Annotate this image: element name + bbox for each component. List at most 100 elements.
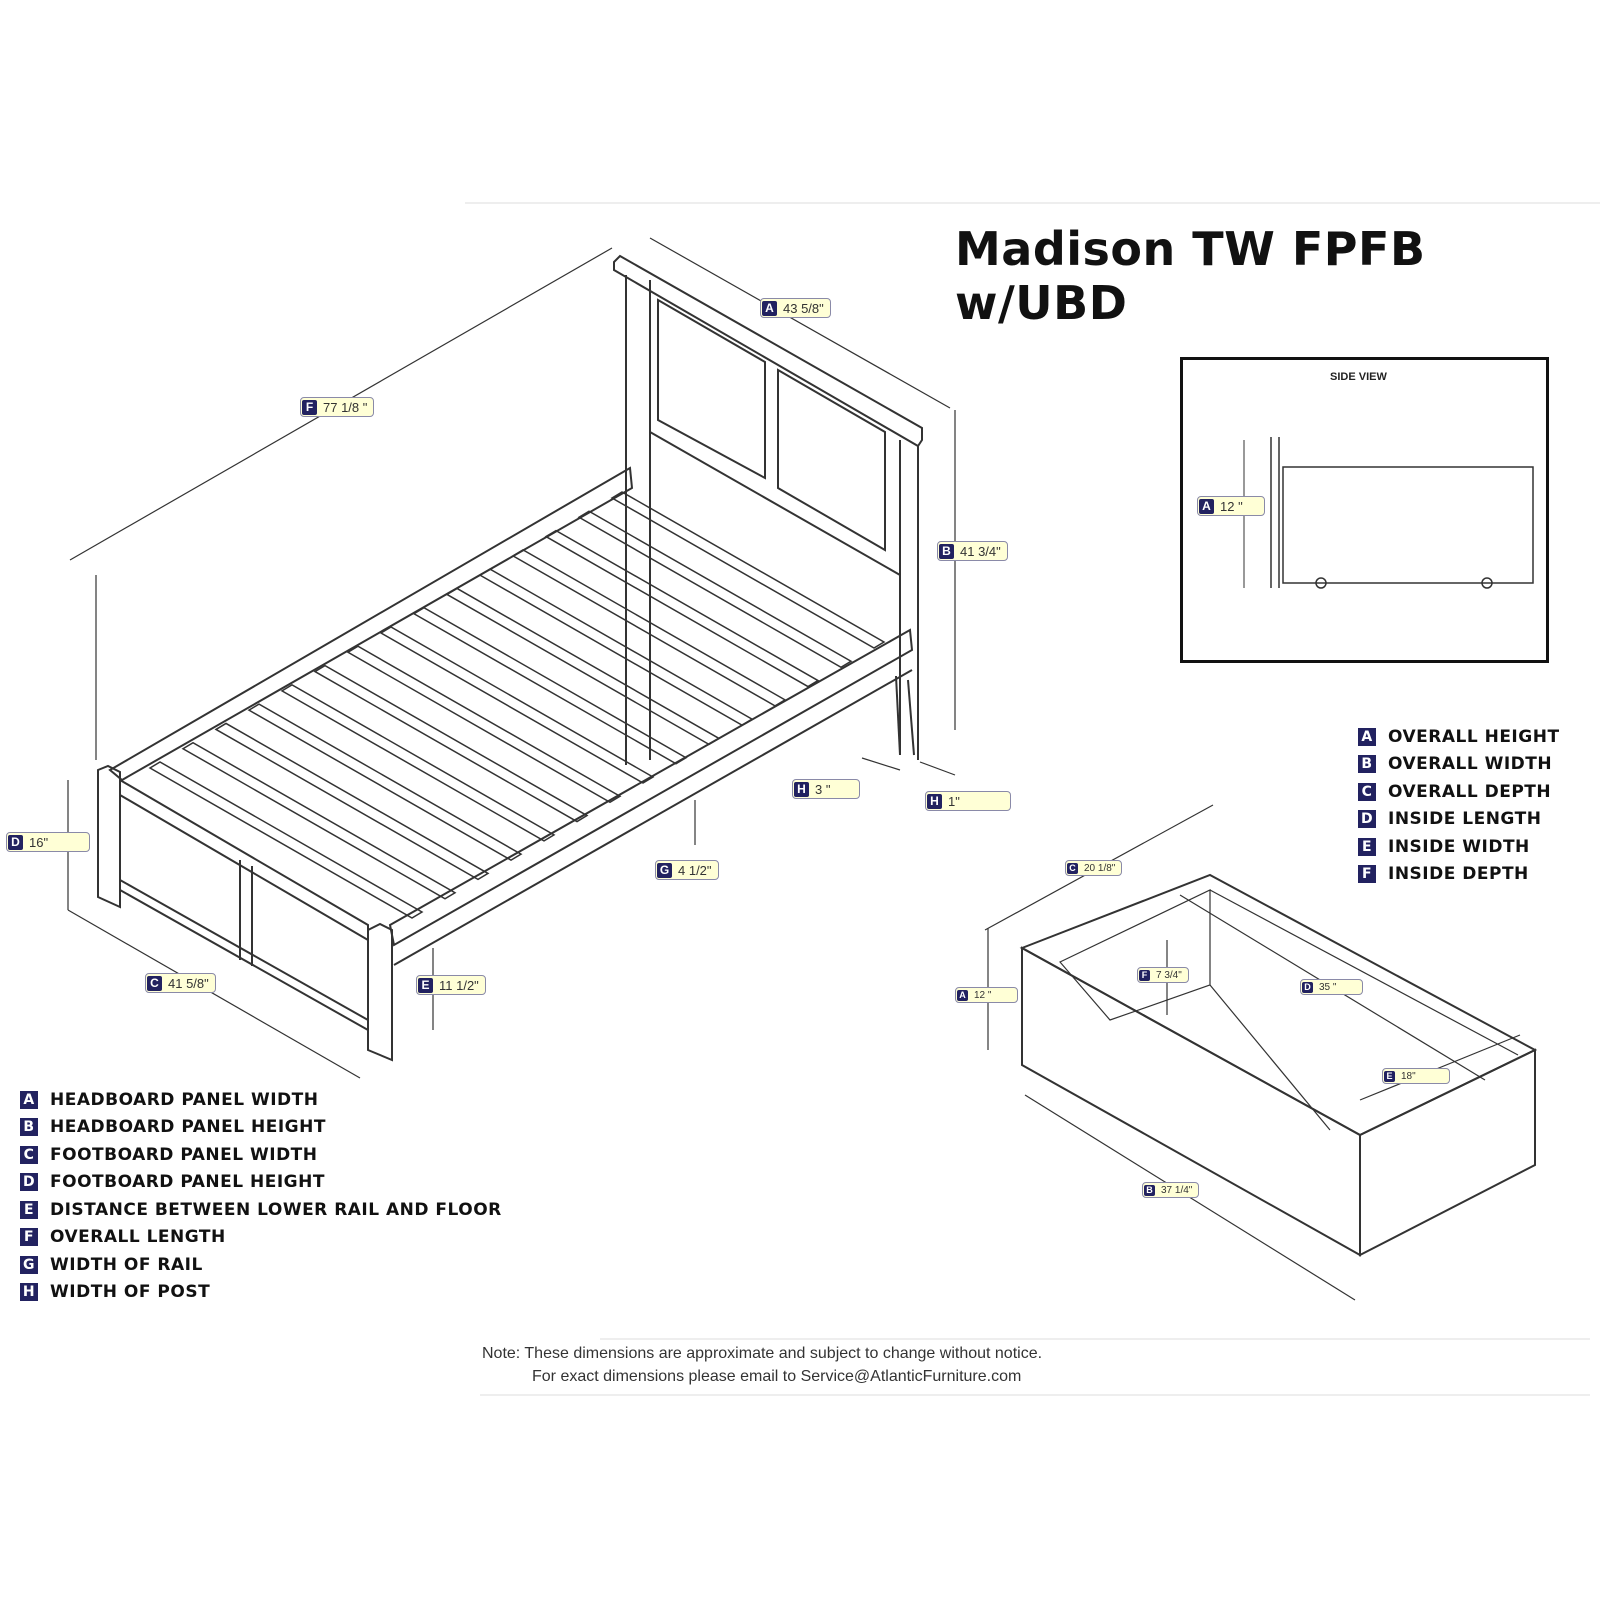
dimension-label-d: D 16" <box>6 832 90 852</box>
dimension-value: 77 1/8 " <box>323 399 368 415</box>
dimension-value: 37 1/4" <box>1161 1184 1193 1196</box>
legend-badge: B <box>20 1118 38 1137</box>
legend-label: DISTANCE BETWEEN LOWER RAIL AND FLOOR <box>50 1199 502 1220</box>
legend-label: INSIDE WIDTH <box>1388 836 1530 857</box>
dimension-value: 20 1/8" <box>1084 862 1116 874</box>
slat <box>313 664 589 823</box>
legend-badge: H <box>20 1283 38 1302</box>
badge-a: A <box>957 989 968 1001</box>
side-rails <box>108 466 914 966</box>
legend-label: OVERALL LENGTH <box>50 1227 226 1248</box>
slat <box>346 645 622 804</box>
dimension-value: 18" <box>1401 1070 1416 1082</box>
legend-label: HEADBOARD PANEL WIDTH <box>50 1089 319 1110</box>
headboard <box>613 254 923 765</box>
badge-d: D <box>8 834 23 850</box>
legend-badge: B <box>1358 755 1376 774</box>
legend-item: A HEADBOARD PANEL WIDTH <box>20 1086 502 1114</box>
legend-badge: G <box>20 1255 38 1274</box>
dimension-value: 41 5/8" <box>168 975 209 991</box>
drawer-drawing <box>1019 873 1538 1257</box>
badge-e: E <box>1384 1070 1395 1082</box>
dimension-value: 41 3/4" <box>960 543 1001 559</box>
dimension-label-h-post: H 3 " <box>792 779 860 799</box>
legend-item: E DISTANCE BETWEEN LOWER RAIL AND FLOOR <box>20 1196 502 1224</box>
legend-label: FOOTBOARD PANEL WIDTH <box>50 1144 318 1165</box>
drawer-dimension-b: B 37 1/4" <box>1142 1182 1200 1198</box>
legend-badge: E <box>1358 837 1376 856</box>
badge-f: F <box>302 399 317 415</box>
dimension-value: 16" <box>29 834 49 850</box>
slat <box>247 703 523 862</box>
slat <box>181 741 457 900</box>
note-line-1: Note: These dimensions are approximate a… <box>482 1345 1043 1362</box>
slat <box>478 568 754 727</box>
side-view-title: SIDE VIEW <box>1330 371 1387 383</box>
slat <box>610 491 886 649</box>
legend-label: WIDTH OF RAIL <box>50 1254 203 1275</box>
legend-label: OVERALL WIDTH <box>1388 754 1553 775</box>
badge-g: G <box>657 862 672 878</box>
drawer-dimension-c: C 20 1/8" <box>1065 860 1123 876</box>
footboard <box>97 675 915 1062</box>
slat <box>412 606 688 765</box>
dimension-value: 12 " <box>974 989 992 1001</box>
note-line-2: For exact dimensions please email to Ser… <box>532 1368 1022 1385</box>
legend-item: B OVERALL WIDTH <box>1358 751 1560 779</box>
slat <box>577 510 853 669</box>
legend-badge: D <box>1358 810 1376 829</box>
legend-item: F OVERALL LENGTH <box>20 1224 502 1252</box>
legend-label: OVERALL HEIGHT <box>1388 726 1560 747</box>
drawer-dimension-e: E 18" <box>1382 1068 1450 1084</box>
dimension-label-b: B 41 3/4" <box>937 541 1008 561</box>
badge-b: B <box>939 543 954 559</box>
badge-h: H <box>794 781 809 797</box>
disclaimer-note: Note: These dimensions are approximate a… <box>482 1342 1042 1388</box>
dimension-label-f: F 77 1/8 " <box>300 397 375 417</box>
side-view-dimension-a: A 12 " <box>1197 496 1265 516</box>
legend-label: INSIDE DEPTH <box>1388 864 1529 885</box>
slat <box>148 761 424 919</box>
dimension-value: 11 1/2" <box>439 977 479 993</box>
badge-a: A <box>762 300 777 316</box>
legend-item: E INSIDE WIDTH <box>1358 833 1560 861</box>
slat <box>214 722 490 881</box>
legend-item: A OVERALL HEIGHT <box>1358 723 1560 751</box>
badge-c: C <box>1067 862 1078 874</box>
dimension-value: 3 " <box>815 781 831 797</box>
badge-c: C <box>147 975 162 991</box>
badge-b: B <box>1144 1184 1155 1196</box>
badge-a: A <box>1199 498 1214 514</box>
legend-badge: F <box>20 1228 38 1247</box>
page-frame <box>465 202 1600 1396</box>
side-view-panel <box>1180 357 1549 663</box>
dimension-value: 1" <box>948 793 960 809</box>
slat <box>280 683 556 842</box>
dimension-value: 35 " <box>1319 981 1337 993</box>
legend-label: WIDTH OF POST <box>50 1282 211 1303</box>
badge-f: F <box>1139 969 1150 981</box>
legend-badge: E <box>20 1200 38 1219</box>
dimension-value: 4 1/2" <box>678 862 712 878</box>
slat <box>511 548 787 707</box>
dimension-value: 12 " <box>1220 498 1243 514</box>
slat <box>445 587 721 746</box>
legend-label: INSIDE LENGTH <box>1388 809 1542 830</box>
legend-badge: A <box>1358 727 1376 746</box>
slats <box>148 491 886 919</box>
dimension-value: 7 3/4" <box>1156 969 1182 981</box>
legend-label: OVERALL DEPTH <box>1388 781 1552 802</box>
legend-badge: A <box>20 1090 38 1109</box>
drawer-dimension-a: A 12 " <box>955 987 1018 1003</box>
